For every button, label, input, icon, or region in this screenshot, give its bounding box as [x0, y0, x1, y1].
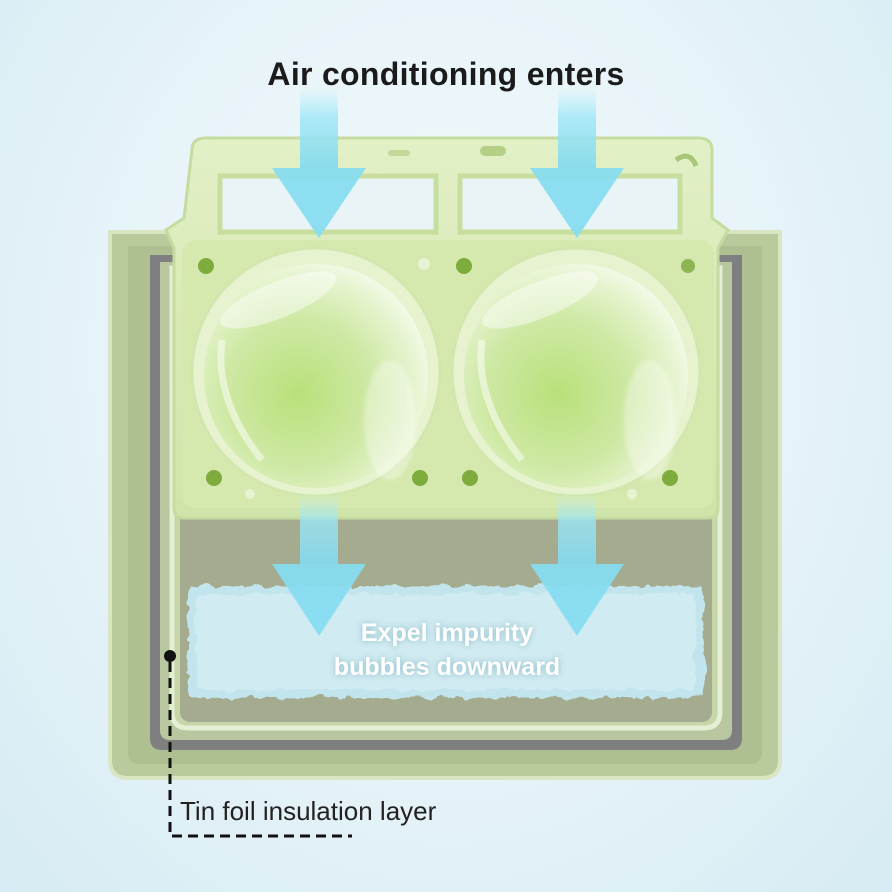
- callout-dot-icon: [164, 650, 176, 662]
- peg-hole: [681, 259, 695, 273]
- bubble-expel-line-1: Expel impurity: [360, 619, 534, 647]
- ice-sphere-icon: [190, 246, 442, 498]
- down-arrow-icon: [530, 86, 624, 238]
- peg-hole: [462, 470, 478, 486]
- air-entry-label: Air conditioning enters: [267, 56, 625, 92]
- bubble-expel-line-2: bubbles downward: [333, 653, 561, 681]
- down-arrow-icon: [272, 494, 366, 636]
- peg-hole: [412, 470, 428, 486]
- tray-slot: [388, 150, 410, 156]
- ice-sphere-icon: [450, 246, 702, 498]
- down-arrow-icon: [530, 494, 624, 636]
- peg-bump: [418, 258, 430, 270]
- peg-hole: [206, 470, 222, 486]
- peg-bump: [245, 489, 255, 499]
- tray-slot: [480, 146, 506, 156]
- bubble-expel-label: Expel impurity bubbles downward: [262, 616, 632, 684]
- down-arrow-icon: [272, 86, 366, 238]
- peg-hole: [662, 470, 678, 486]
- tray-corner-hook: [674, 153, 699, 167]
- callout-leader-line: [168, 662, 352, 838]
- peg-bump: [627, 489, 637, 499]
- peg-hole: [198, 258, 214, 274]
- peg-hole: [456, 258, 472, 274]
- foil-layer-label: Tin foil insulation layer: [180, 796, 437, 826]
